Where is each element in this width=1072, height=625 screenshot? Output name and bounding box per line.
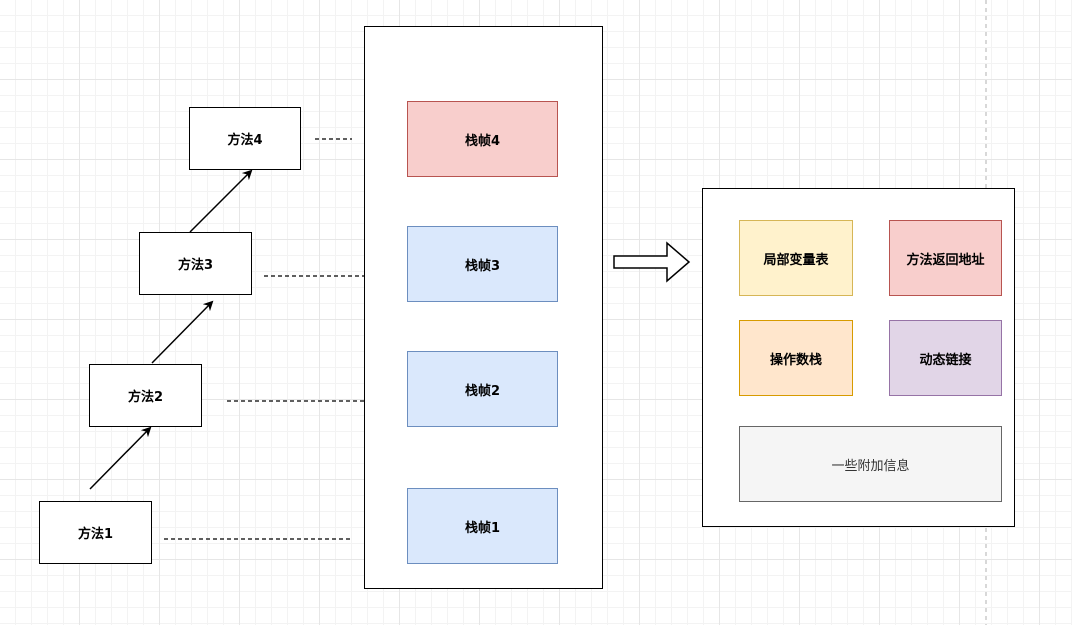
- stack-frame-4-label: 栈帧4: [464, 133, 501, 149]
- local-vars-label: 局部变量表: [763, 252, 829, 268]
- stack-frame-3-label: 栈帧3: [464, 258, 501, 274]
- expand-arrow: [613, 241, 691, 283]
- extra-info-box[interactable]: 一些附加信息: [739, 426, 1002, 502]
- dynamic-link-box[interactable]: 动态链接: [889, 320, 1002, 396]
- call-arrow-3-4: [189, 169, 253, 233]
- stack-frame-1[interactable]: 栈帧1: [407, 488, 558, 564]
- method-2-label: 方法2: [127, 390, 164, 405]
- method-1-box[interactable]: 方法1: [39, 501, 152, 564]
- stack-frame-4[interactable]: 栈帧4: [407, 101, 558, 177]
- stack-frame-2[interactable]: 栈帧2: [407, 351, 558, 427]
- return-address-label: 方法返回地址: [906, 252, 985, 268]
- method-1-label: 方法1: [77, 527, 114, 542]
- return-address-box[interactable]: 方法返回地址: [889, 220, 1002, 296]
- method-3-box[interactable]: 方法3: [139, 232, 252, 295]
- stack-frame-3[interactable]: 栈帧3: [407, 226, 558, 302]
- extra-info-label: 一些附加信息: [831, 458, 910, 474]
- call-arrow-2-3: [151, 300, 214, 364]
- method-4-box[interactable]: 方法4: [189, 107, 301, 170]
- stack-frame-1-label: 栈帧1: [464, 520, 501, 536]
- method-3-label: 方法3: [177, 258, 214, 273]
- call-arrow-1-2: [89, 426, 152, 490]
- dynamic-link-label: 动态链接: [919, 352, 972, 368]
- operand-stack-label: 操作数栈: [769, 352, 822, 368]
- method-2-box[interactable]: 方法2: [89, 364, 202, 427]
- operand-stack-box[interactable]: 操作数栈: [739, 320, 853, 396]
- local-vars-box[interactable]: 局部变量表: [739, 220, 853, 296]
- stack-frame-2-label: 栈帧2: [464, 383, 501, 399]
- method-4-label: 方法4: [227, 133, 263, 148]
